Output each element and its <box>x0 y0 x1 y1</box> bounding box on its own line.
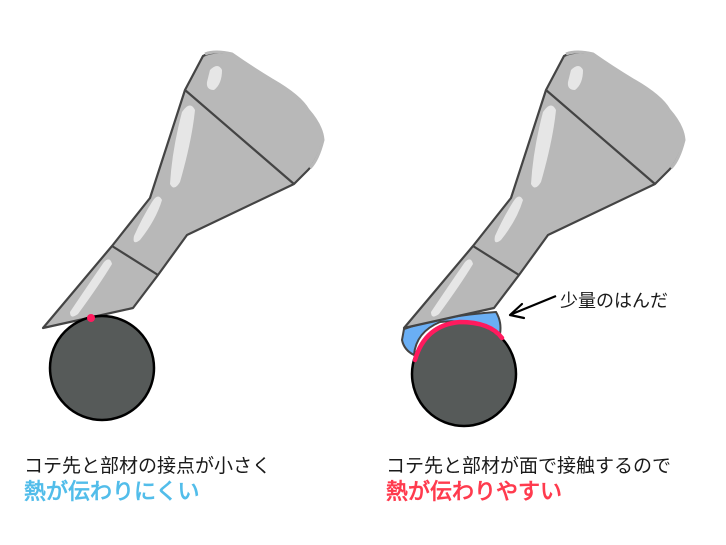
right-caption-result: 熱が伝わりやすい <box>386 480 563 505</box>
left-contact-point <box>87 314 95 322</box>
left-workpiece-circle <box>48 314 156 422</box>
solder-annotation-arrow <box>508 294 557 320</box>
left-soldering-iron <box>41 50 325 330</box>
solder-annotation-label: 少量のはんだ <box>560 291 668 312</box>
right-contact-surface <box>412 319 505 363</box>
left-caption-result: 熱が伝わりにくい <box>24 480 200 505</box>
left-caption-description: コテ先と部材の接点が小さく <box>24 455 272 477</box>
right-caption: コテ先と部材が面で接触するので 熱が伝わりやすい <box>386 457 671 504</box>
left-caption: コテ先と部材の接点が小さく 熱が伝わりにくい <box>24 457 271 504</box>
right-caption-description: コテ先と部材が面で接触するので <box>386 455 672 477</box>
